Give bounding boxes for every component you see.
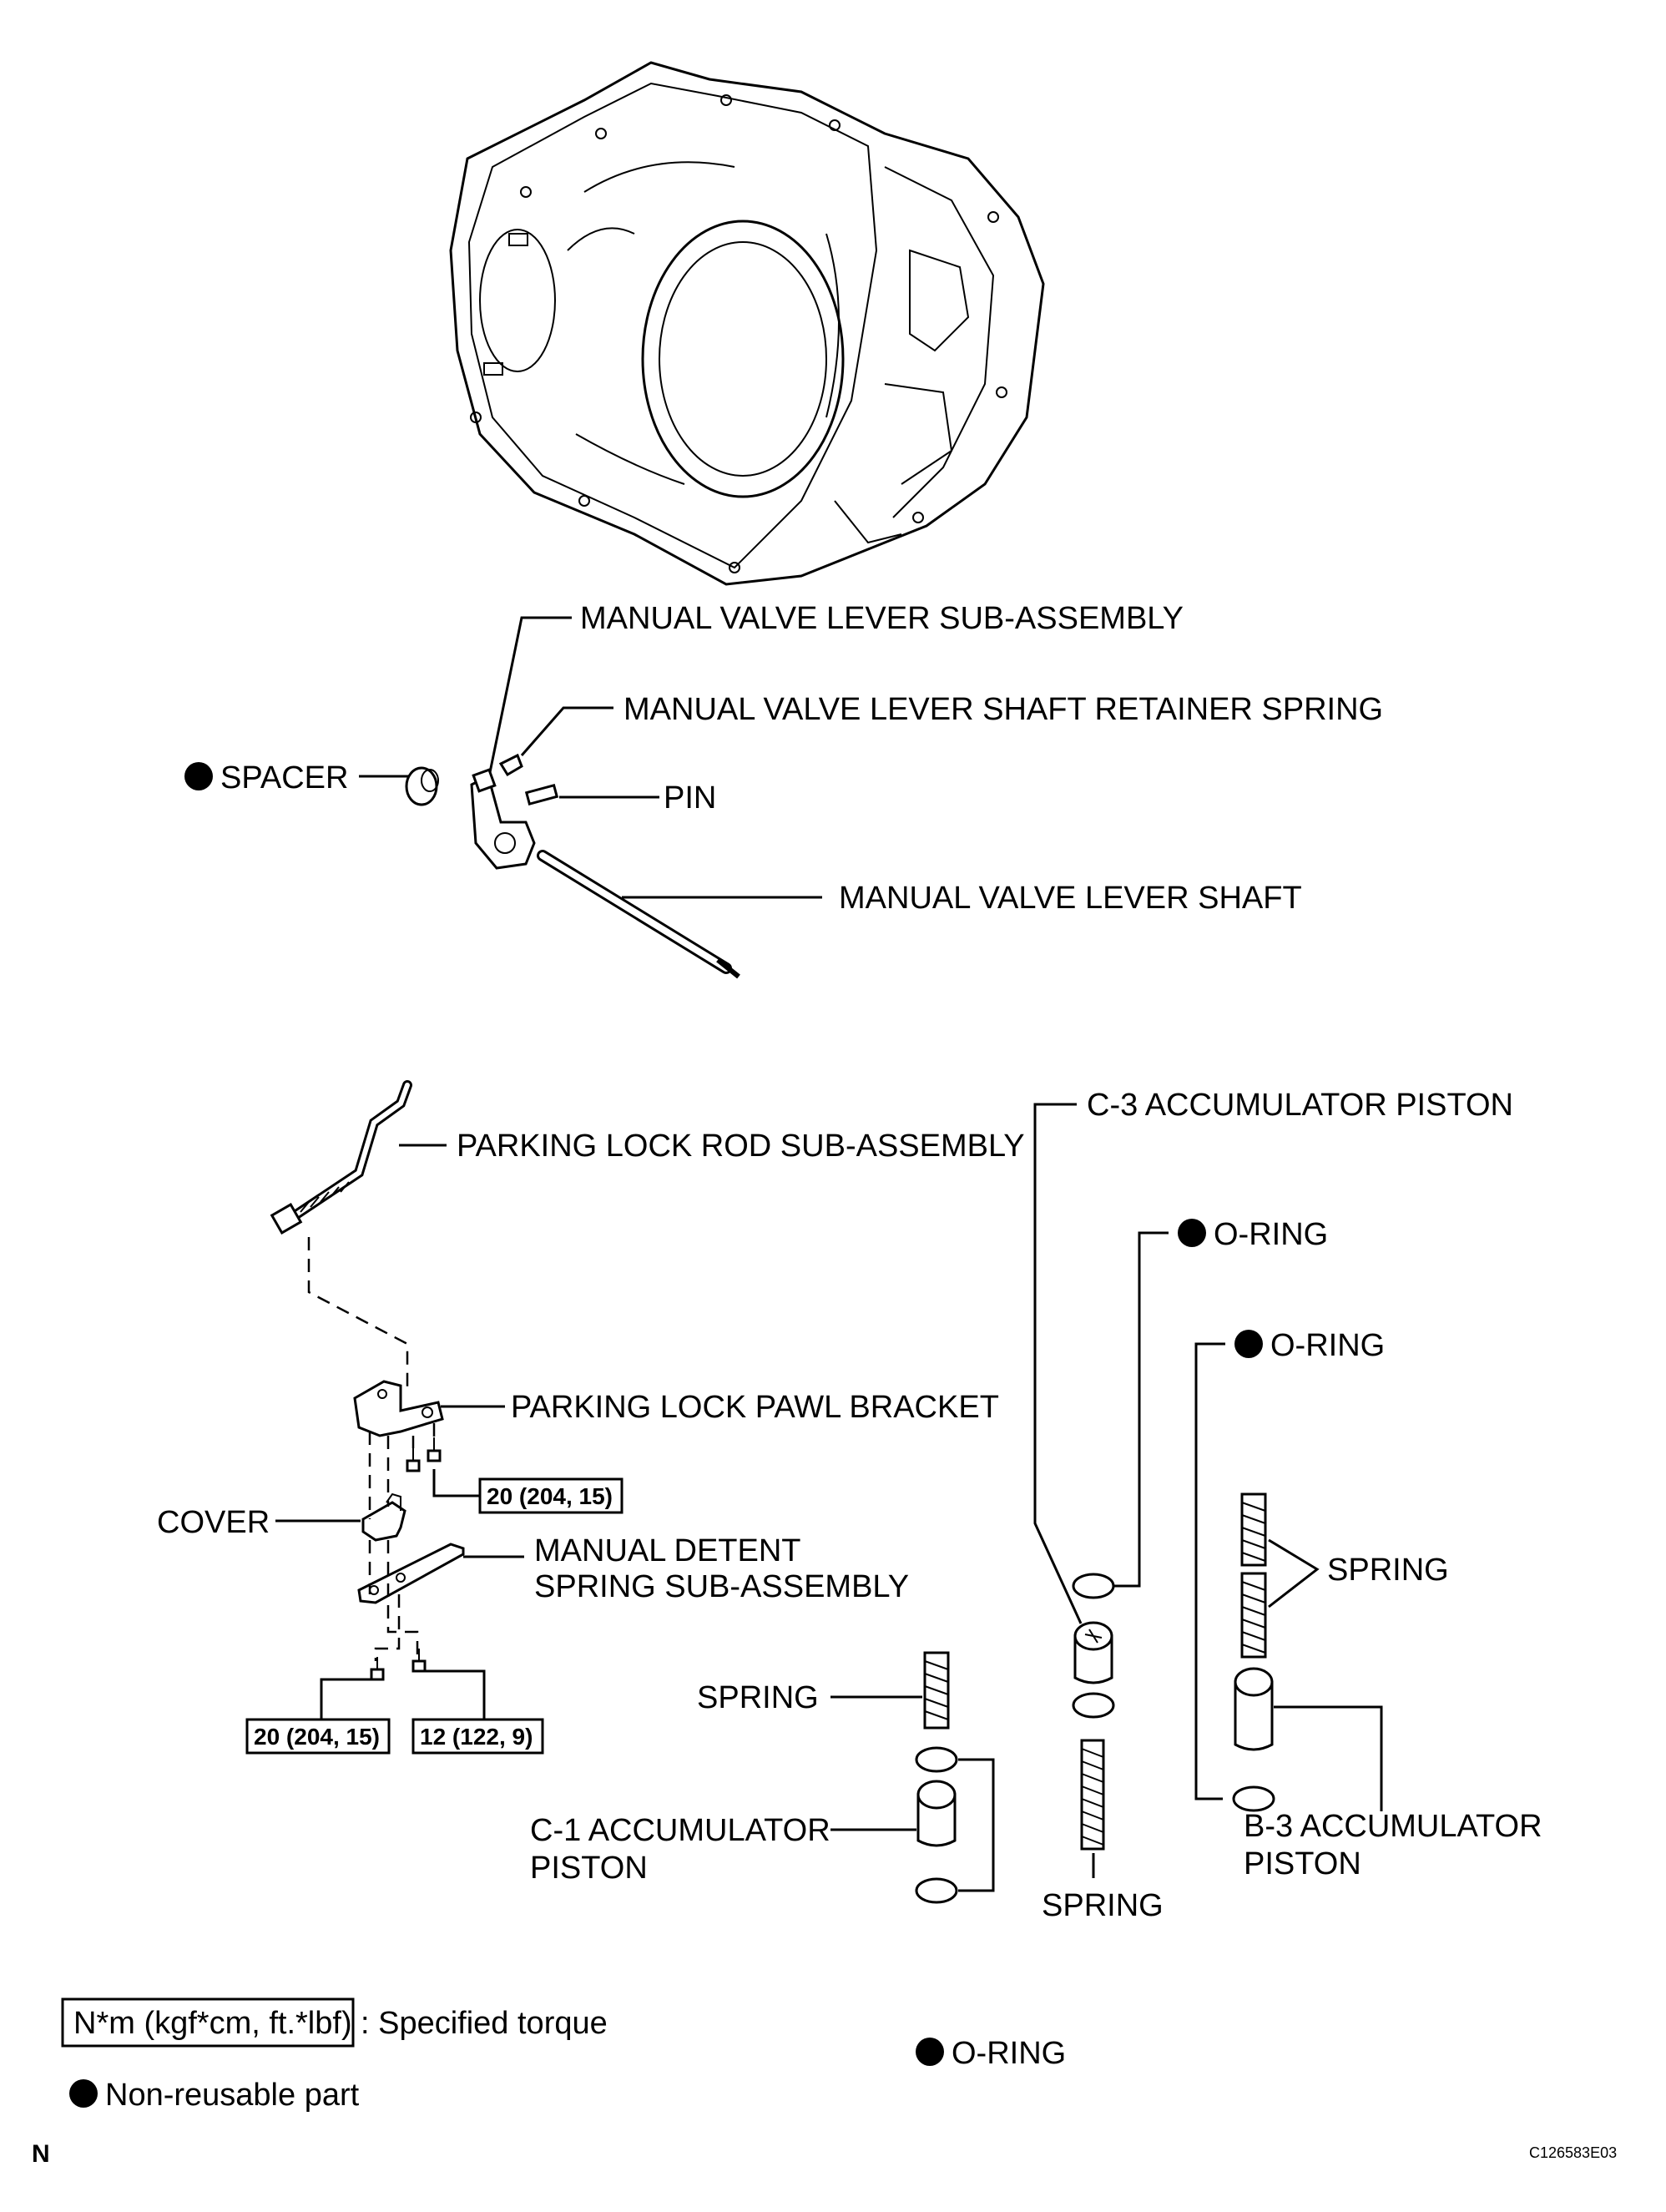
c3-accumulator-piston-part xyxy=(1073,1621,1113,1684)
label-manual-valve-lever-sub-assembly: MANUAL VALVE LEVER SUB-ASSEMBLY xyxy=(580,601,1184,636)
c3-oring-top xyxy=(1072,1573,1115,1599)
label-manual-detent-spring-2: SPRING SUB-ASSEMBLY xyxy=(534,1569,909,1604)
label-parking-lock-pawl-bracket: PARKING LOCK PAWL BRACKET xyxy=(511,1390,999,1425)
leader-b3-spring xyxy=(1268,1538,1320,1608)
c1-oring-top xyxy=(915,1746,958,1773)
legend-torque-box xyxy=(61,1997,355,2048)
label-spacer: SPACER xyxy=(220,760,348,795)
non-reusable-dot-c3-oring xyxy=(1178,1219,1206,1247)
torque-bracket-bolt: 20 (204, 15) xyxy=(487,1483,613,1509)
label-manual-detent-spring-1: MANUAL DETENT xyxy=(534,1533,801,1568)
leader-retainer-spring xyxy=(520,706,613,756)
parking-lock-group: 20 (204, 15) 20 (204, 15) 12 ( xyxy=(157,1080,1025,1755)
label-c1-accumulator-2: PISTON xyxy=(530,1851,648,1886)
label-c3-accumulator-piston: C-3 ACCUMULATOR PISTON xyxy=(1087,1088,1513,1123)
leader-c3-oring xyxy=(1114,1231,1169,1588)
c3-spring-part xyxy=(1080,1739,1105,1851)
label-b3-accumulator-1: B-3 ACCUMULATOR xyxy=(1244,1809,1542,1844)
bracket-bolts xyxy=(406,1423,442,1472)
leader-c3-piston xyxy=(1033,1103,1083,1624)
spacer-part xyxy=(405,766,439,806)
label-spring-c1: SPRING xyxy=(697,1680,819,1715)
label-o-ring-c3: O-RING xyxy=(1214,1217,1328,1252)
legend: N*m (kgf*cm, ft.*lbf) : Specified torque… xyxy=(61,1997,608,2113)
parking-lock-pawl-bracket-part xyxy=(353,1380,444,1437)
leader-b3-oring xyxy=(1194,1342,1225,1800)
torque-box-detent-left xyxy=(245,1718,391,1755)
retainer-spring-part xyxy=(498,753,523,777)
parking-lock-rod-part xyxy=(270,1080,412,1235)
b3-oring xyxy=(1232,1785,1275,1812)
leader-c1-oring xyxy=(958,1758,995,1892)
torque-box-bracket xyxy=(478,1477,623,1514)
legend-non-reusable-dot xyxy=(69,2079,98,2108)
c1-oring-bottom xyxy=(915,1877,958,1904)
pin-part xyxy=(524,784,559,806)
label-b3-accumulator-2: PISTON xyxy=(1244,1846,1361,1881)
leader-b3-piston xyxy=(1274,1705,1383,1811)
leader-torque-detent-right xyxy=(422,1669,486,1720)
label-manual-valve-lever-shaft: MANUAL VALVE LEVER SHAFT xyxy=(839,881,1302,916)
label-spring-c3: SPRING xyxy=(1042,1888,1164,1923)
c1-spring-part xyxy=(923,1651,950,1730)
label-retainer-spring: MANUAL VALVE LEVER SHAFT RETAINER SPRING xyxy=(623,692,1383,727)
dashed-align-mid xyxy=(386,1436,419,1657)
cover-part xyxy=(361,1492,406,1542)
b3-accumulator-piston-part xyxy=(1234,1667,1274,1751)
accumulator-group: C-3 ACCUMULATOR PISTON O-RING O-RING SPR… xyxy=(530,1088,1542,2071)
legend-torque-text: : Specified torque xyxy=(361,2006,608,2041)
c1-accumulator-piston-part xyxy=(916,1780,957,1847)
torque-detent-bolt-left: 20 (204, 15) xyxy=(254,1724,380,1750)
manual-valve-lever-group: MANUAL VALVE LEVER SUB-ASSEMBLY MANUAL V… xyxy=(184,601,1383,979)
leader-torque-detent-left xyxy=(320,1678,374,1720)
manual-valve-lever-shaft-part xyxy=(537,850,740,979)
label-spring-b3: SPRING xyxy=(1327,1553,1449,1588)
torque-detent-bolt-right: 12 (122, 9) xyxy=(420,1724,533,1750)
figure-code: C126583E03 xyxy=(1529,2144,1617,2161)
manual-detent-spring-part xyxy=(357,1543,465,1604)
legend-non-reusable-text: Non-reusable part xyxy=(105,2078,360,2113)
leader-torque-bracket xyxy=(432,1469,480,1497)
b3-spring-upper-part xyxy=(1240,1492,1267,1567)
dashed-align-right xyxy=(374,1594,401,1661)
transaxle-housing-illustration xyxy=(449,61,1045,586)
leader-manual-valve-lever xyxy=(487,616,572,781)
label-o-ring-b3: O-RING xyxy=(1270,1328,1385,1363)
label-parking-lock-rod: PARKING LOCK ROD SUB-ASSEMBLY xyxy=(457,1129,1025,1164)
non-reusable-dot-spacer xyxy=(184,762,213,790)
label-o-ring-c1: O-RING xyxy=(952,2036,1066,2071)
dashed-rod-to-bracket xyxy=(307,1237,409,1387)
torque-box-detent-right xyxy=(411,1718,544,1755)
legend-torque-units: N*m (kgf*cm, ft.*lbf) xyxy=(73,2006,352,2041)
non-reusable-dot-b3-oring xyxy=(1234,1330,1263,1358)
north-mark: N xyxy=(32,2140,50,2168)
label-cover: COVER xyxy=(157,1505,270,1540)
b3-spring-lower-part xyxy=(1240,1572,1267,1659)
c3-oring-bottom xyxy=(1072,1692,1115,1719)
label-pin: PIN xyxy=(664,780,716,816)
label-c1-accumulator-1: C-1 ACCUMULATOR xyxy=(530,1813,830,1848)
manual-valve-lever-part xyxy=(470,768,536,870)
non-reusable-dot-c1-oring xyxy=(916,2038,944,2066)
